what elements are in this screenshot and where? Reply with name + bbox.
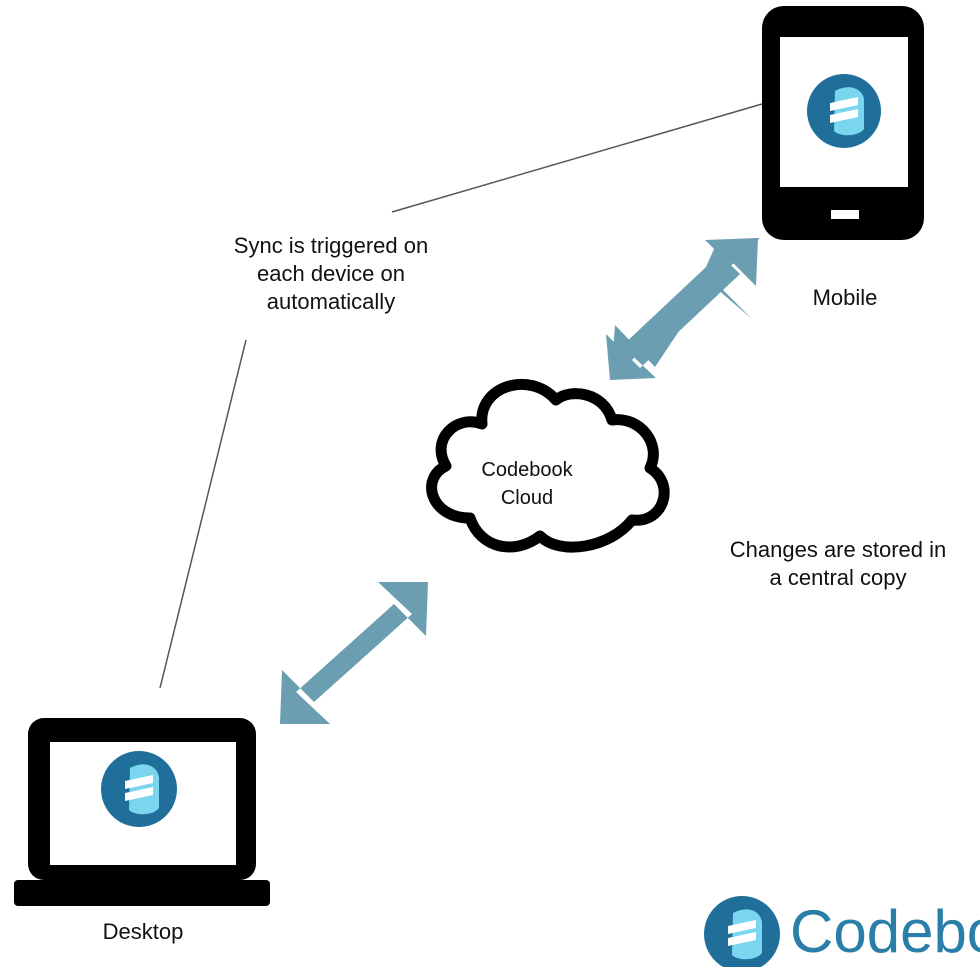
changes-annotation: Changes are stored in a central copy <box>729 537 947 590</box>
codebook-logo-icon <box>101 751 177 827</box>
double-arrow-icon <box>606 238 760 380</box>
sync-annotation: Sync is triggered on each device on auto… <box>233 233 429 314</box>
leader-line-mobile <box>391 103 763 213</box>
double-arrow-icon <box>280 582 428 724</box>
desktop-label: Desktop <box>102 919 184 944</box>
codebook-logo-icon <box>704 896 780 967</box>
cloud-label: Codebook Cloud <box>481 459 573 509</box>
mobile-label: Mobile <box>812 285 878 310</box>
codebook-logo-icon <box>807 74 881 148</box>
leader-line-desktop <box>159 339 247 689</box>
cloud-icon <box>426 378 670 553</box>
